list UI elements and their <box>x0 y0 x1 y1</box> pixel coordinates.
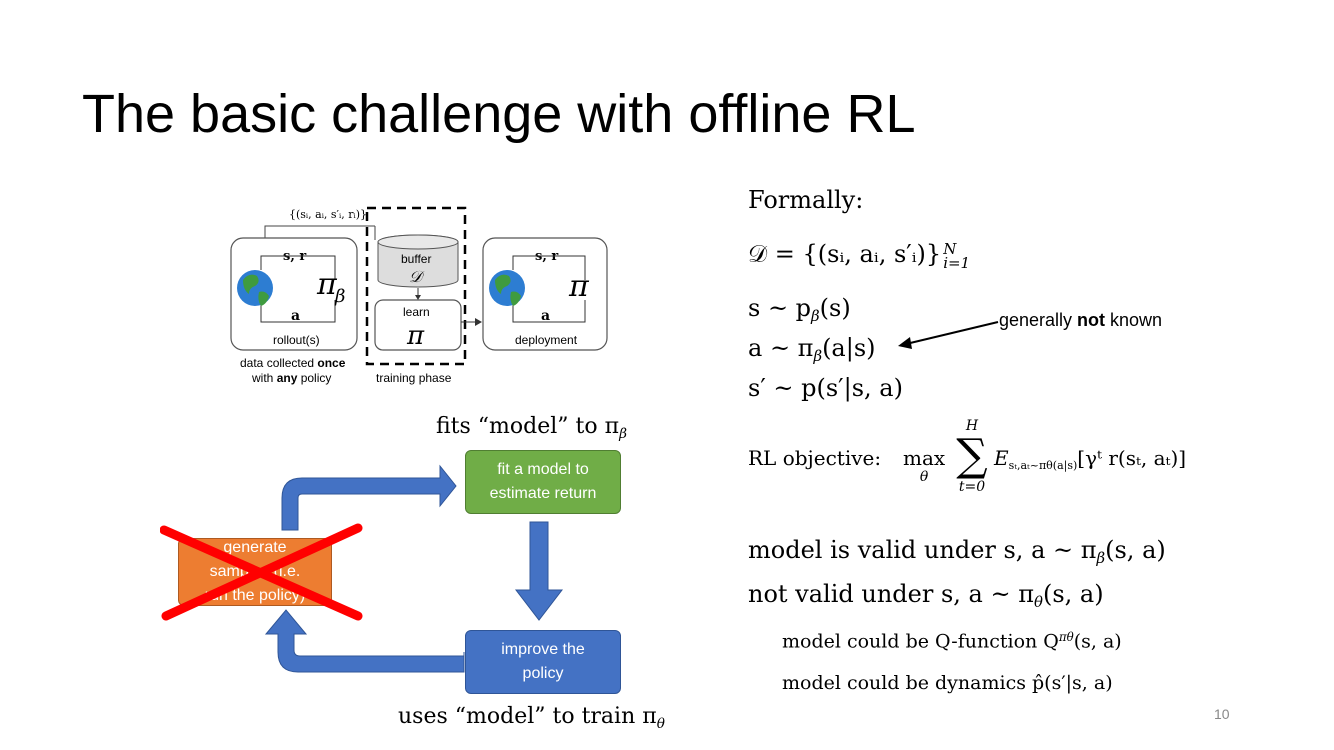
model-valid-line: model is valid under s, a ~ πβ(s, a) <box>748 536 1166 568</box>
learn-box <box>374 299 462 351</box>
training-region <box>365 206 467 366</box>
objective-expectation: Esₜ,aₜ~πθ(a|s)[γᵗ r(sₜ, aₜ)] <box>994 446 1187 472</box>
dynamics-line: model could be dynamics p̂(s′|s, a) <box>782 672 1113 694</box>
arrow-to-fit <box>281 464 457 531</box>
deploy-policy: π <box>568 269 590 304</box>
rollout-policy-sub: β <box>334 286 345 307</box>
uses-model-label: uses “model” to train πθ <box>398 704 665 732</box>
rollout-caption: rollout(s) <box>273 333 320 347</box>
fits-model-label: fits “model” to πβ <box>436 414 627 442</box>
data-caption-line2: with any policy <box>252 371 332 385</box>
deploy-bottom-label: a <box>541 308 550 324</box>
deploy-caption: deployment <box>515 333 578 347</box>
arrow-to-generate <box>264 609 465 673</box>
cycle-arrows <box>264 464 564 673</box>
page-number: 10 <box>1214 706 1230 722</box>
training-caption: training phase <box>376 371 452 385</box>
state-distribution: s ~ pβ(s) <box>748 294 851 326</box>
buffer-label: buffer <box>401 252 431 266</box>
tuple-label: {(sᵢ, aᵢ, s′ᵢ, rᵢ)} <box>289 208 367 221</box>
cross-out-icon <box>160 523 363 621</box>
learn-symbol: π <box>406 321 425 351</box>
objective-max: max θ <box>903 446 946 485</box>
arrow-to-improve <box>514 521 564 621</box>
offline-rl-figure: {(sᵢ, aᵢ, s′ᵢ, rᵢ)} s, r a π β rollout(s… <box>230 206 608 366</box>
objective-sum: H ∑ t=0 <box>956 418 988 495</box>
not-known-note: generally not known <box>999 310 1163 330</box>
q-function-line: model could be Q-function Qπθ(s, a) <box>782 630 1122 653</box>
rollout-policy: π <box>316 267 338 302</box>
annotation-arrow <box>898 321 999 349</box>
action-distribution: a ~ πβ(a|s) <box>748 334 876 366</box>
buffer-symbol: 𝒟 <box>409 267 425 286</box>
not-valid-line: not valid under s, a ~ πθ(s, a) <box>748 580 1104 612</box>
next-state-distribution: s′ ~ p(s′|s, a) <box>748 374 903 402</box>
rollout-bottom-label: a <box>291 308 300 324</box>
learn-label: learn <box>403 305 430 319</box>
slide-title: The basic challenge with offline RL <box>82 84 916 144</box>
formally-heading: Formally: <box>748 186 864 214</box>
data-caption-line1: data collected once <box>240 356 346 370</box>
objective-label: RL objective: <box>748 446 882 470</box>
